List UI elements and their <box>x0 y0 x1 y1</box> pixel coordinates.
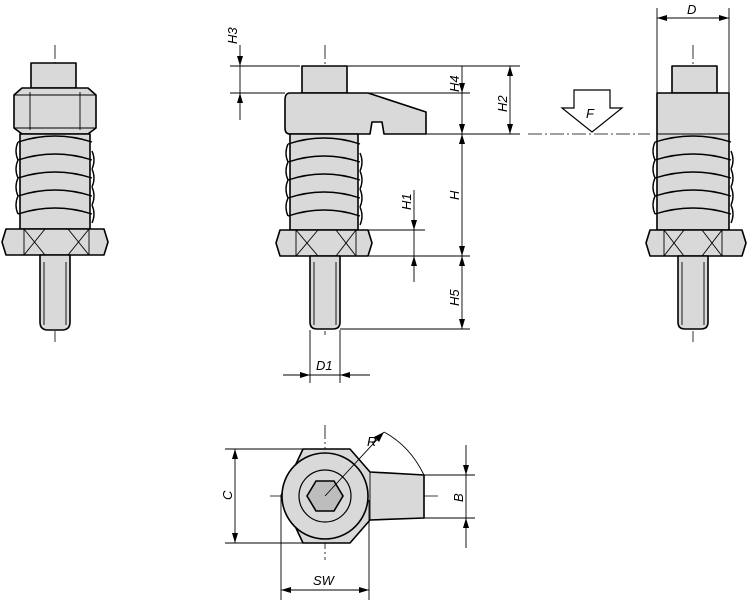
left-top-pin <box>30 62 77 89</box>
left-view-plunger <box>1 45 109 342</box>
label-d: D <box>687 2 696 17</box>
label-h: H <box>447 190 462 200</box>
middle-dimensions: H3 H4 H2 H H1 H5 <box>225 27 520 383</box>
label-h5: H5 <box>447 289 462 306</box>
force-arrow-icon <box>560 89 624 133</box>
label-c: C <box>220 490 235 500</box>
left-body <box>19 133 91 230</box>
right-collar-nut <box>645 229 747 257</box>
right-view-plunger: D <box>645 2 747 342</box>
label-h2: H2 <box>495 95 510 112</box>
right-top-pin <box>671 65 718 94</box>
left-threaded-shank <box>39 254 71 331</box>
bottom-view-top: R C B SW <box>220 425 475 600</box>
right-body <box>656 92 730 231</box>
middle-body <box>289 133 359 231</box>
label-b: B <box>451 493 466 502</box>
label-h1: H1 <box>399 193 414 210</box>
middle-clamp-arm <box>284 92 427 135</box>
middle-view-clamp <box>275 45 427 335</box>
middle-threaded-shank <box>309 255 341 330</box>
right-threaded-shank <box>677 255 709 330</box>
middle-collar-nut <box>275 229 373 257</box>
label-d1: D1 <box>316 358 333 373</box>
force-arrow: F <box>528 89 650 135</box>
label-h3: H3 <box>225 27 240 44</box>
left-collar-nut <box>1 228 109 256</box>
label-sw: SW <box>313 573 336 588</box>
label-r: R <box>367 434 376 449</box>
middle-top-pin <box>301 65 348 94</box>
label-h4: H4 <box>447 75 462 92</box>
label-f: F <box>586 106 595 121</box>
